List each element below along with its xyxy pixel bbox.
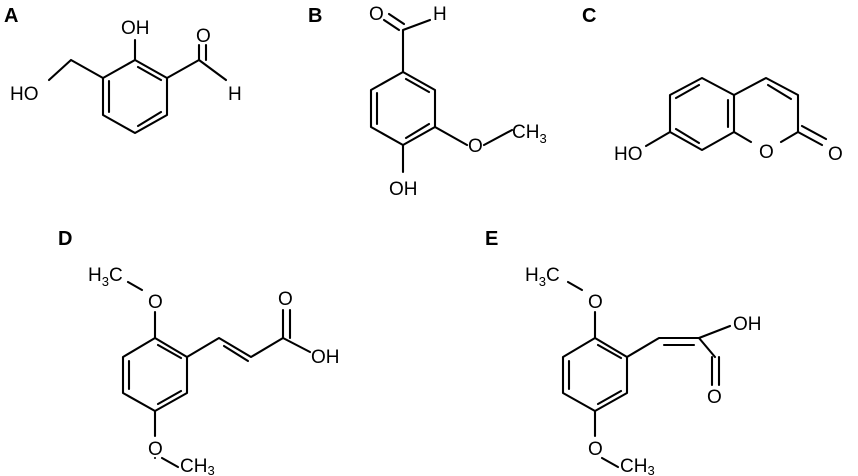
bond-e-ch3-bottom — [600, 456, 620, 469]
panel-label-e: E — [485, 228, 498, 250]
ring-b-double-bonds — [375, 77, 431, 140]
structure-c: C O O HO — [582, 5, 843, 165]
structure-d: D O H3C O CH3 O OH — [58, 228, 340, 476]
atom-d-o-bottom: O — [148, 439, 163, 460]
atom-b-ch3: CH3 — [512, 122, 547, 146]
panel-label-d: D — [58, 228, 72, 250]
atom-b-oh: OH — [389, 179, 418, 200]
atom-b-h: H — [433, 4, 447, 25]
ring-a-double-bonds — [107, 65, 163, 128]
bond-b-ome — [433, 125, 514, 147]
atom-d-ch3-bottom-sub: 3 — [207, 463, 214, 476]
atom-b-ch3-c: CH — [512, 122, 539, 143]
atom-d-o-top: O — [148, 292, 163, 313]
ring-b — [369, 70, 437, 147]
bond-e-vinyl — [625, 336, 717, 359]
atom-a-o: O — [196, 26, 211, 47]
atom-e-ch3-top: H3C — [525, 265, 560, 289]
bond-a-co-double — [197, 43, 208, 62]
ring-d — [121, 336, 189, 413]
ring-d-double-bonds — [127, 343, 183, 406]
atom-d-ch3-bottom-c: CH — [180, 456, 207, 476]
panel-label-a: A — [4, 5, 18, 27]
atom-d-ch3-top-c: C — [109, 265, 123, 286]
atom-d-o-acid: O — [278, 289, 293, 310]
bond-d-ome-top — [126, 280, 157, 340]
atom-b-o-methoxy: O — [468, 136, 483, 157]
atom-e-ch3-top-c: C — [546, 265, 560, 286]
structure-a: A OH HO O H — [4, 5, 242, 135]
atom-e-ch3-bottom-c: CH — [620, 456, 647, 476]
atom-d-ch3-top: H3C — [88, 265, 123, 289]
atom-e-o-top: O — [588, 292, 603, 313]
atom-e-o-bottom: O — [588, 439, 603, 460]
ring-c-pyranone-double — [766, 83, 793, 101]
ring-a — [101, 58, 169, 135]
atom-a-h: H — [228, 84, 242, 105]
ring-c-benzene-double — [674, 83, 730, 145]
bond-e-oh — [697, 324, 732, 340]
atom-e-ch3-top-sub: 3 — [539, 274, 546, 289]
ring-c-pyranone — [732, 76, 800, 144]
panel-label-b: B — [308, 5, 322, 27]
atom-b-o-aldehyde: O — [369, 4, 384, 25]
bond-d-ch3-bottom — [160, 456, 180, 469]
bond-c-oh — [644, 130, 672, 148]
ring-c-benzene — [668, 76, 736, 152]
structure-b: B O H O CH3 OH — [308, 4, 547, 200]
atom-e-o-acid: O — [707, 387, 722, 408]
atom-d-ch3-bottom: CH3 — [180, 456, 215, 476]
bond-d-vinyl-double — [222, 344, 250, 363]
bond-a-cho — [165, 58, 228, 82]
atom-e-ch3-bottom-sub: 3 — [647, 463, 654, 476]
bond-b-cho — [401, 18, 432, 74]
bond-e-ome-top — [566, 280, 597, 340]
bond-d-co-double — [281, 308, 292, 340]
atom-b-ch3-sub: 3 — [539, 131, 546, 146]
panel-label-c: C — [582, 5, 596, 27]
ring-e-double-bonds — [567, 343, 623, 406]
atom-e-ch3-top-h: H — [525, 265, 539, 286]
atom-c-ho: HO — [614, 144, 643, 165]
atom-d-ch3-top-sub: 3 — [102, 274, 109, 289]
atom-d-ch3-top-h: H — [88, 265, 102, 286]
atom-c-o-carbonyl: O — [828, 144, 843, 165]
atom-e-oh: OH — [733, 314, 762, 335]
structure-e: E O H3C O CH3 OH O — [485, 228, 762, 476]
bond-c-co-double — [796, 124, 828, 147]
atom-d-oh: OH — [311, 347, 340, 368]
atom-a-oh: OH — [121, 18, 150, 39]
bond-d-vinyl — [185, 336, 285, 359]
atom-c-o-ring: O — [759, 142, 774, 163]
bond-e-co-double — [710, 355, 721, 387]
bond-d-oh — [281, 336, 312, 354]
bond-a-ch2 — [47, 58, 105, 82]
ring-e — [561, 336, 629, 413]
bond-b-co-double — [382, 12, 406, 32]
atom-e-ch3-bottom: CH3 — [620, 456, 655, 476]
atom-a-ho: HO — [10, 84, 39, 105]
